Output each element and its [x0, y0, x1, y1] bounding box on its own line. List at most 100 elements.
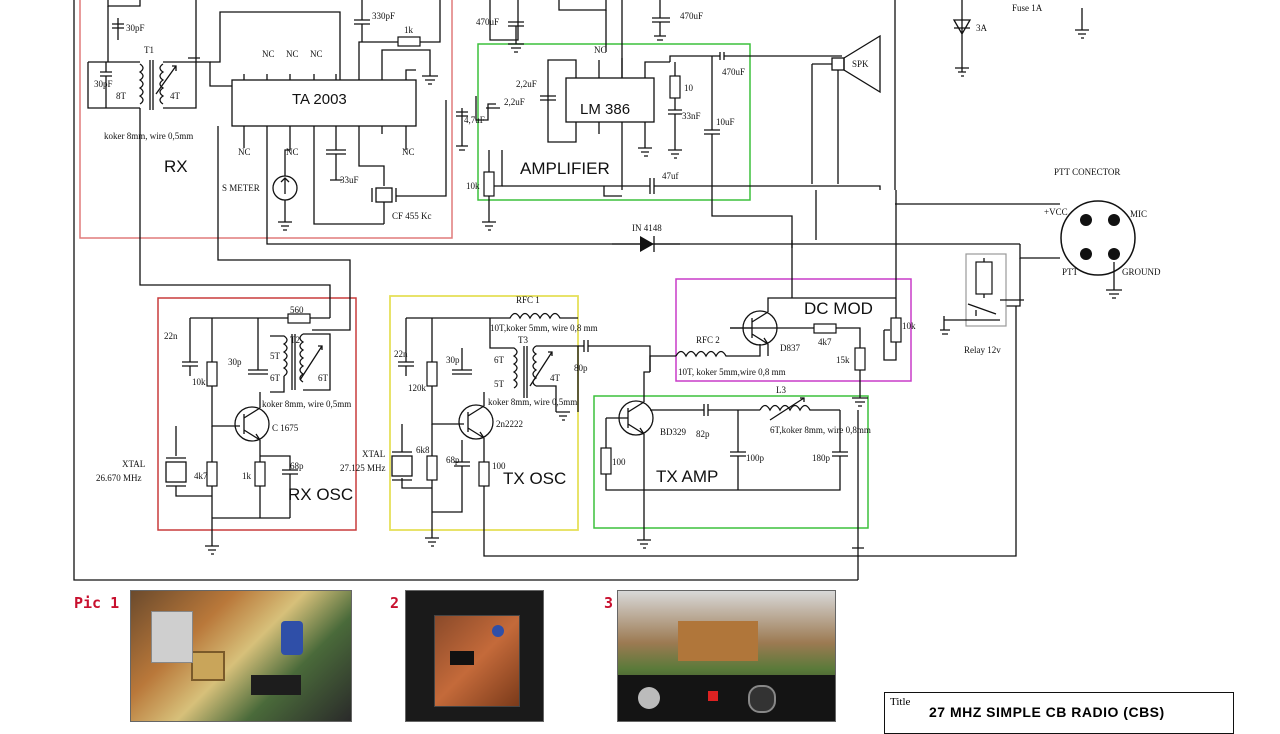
label-c68p-rx: 68p [290, 461, 304, 471]
label-c30pf-a: 30pF [126, 23, 145, 33]
label-t1-4t: 4T [170, 91, 180, 101]
label-vcc: +VCC [1044, 207, 1068, 217]
photo-2 [405, 590, 544, 722]
label-r1k-rx: 1k [242, 471, 251, 481]
label-c33nf: 33nF [682, 111, 701, 121]
dc-mod-block-label: DC MOD [804, 299, 873, 318]
label-c330pf: 330pF [372, 11, 396, 21]
label-c30p-tx: 30p [446, 355, 460, 365]
label-nc-3: NC [286, 147, 299, 157]
title-text: 27 MHZ SIMPLE CB RADIO (CBS) [929, 704, 1165, 720]
rx-osc-block-box [157, 297, 357, 531]
label-r560: 560 [290, 305, 304, 315]
amplifier-block-box [477, 43, 751, 201]
outer-frame [73, 0, 858, 581]
lm386-chip [565, 77, 655, 123]
label-l3-desc: 6T,koker 8mm, wire 0,8mm [770, 425, 871, 435]
label-c47uf: 4,7uF [464, 115, 485, 125]
rx-block-label: RX [164, 157, 188, 176]
label-xtal-tx-freq: 27.125 MHz [340, 463, 386, 473]
label-c80p: 80p [574, 363, 588, 373]
label-t1: T1 [144, 45, 154, 55]
title-tag: Title [890, 696, 911, 708]
label-c22uf-a: 2,2uF [516, 79, 537, 89]
label-t3-5t: 5T [494, 379, 504, 389]
label-c47uf-b: 47uf [662, 171, 679, 181]
speaker-icon [843, 34, 881, 94]
label-nc-8: NC [402, 147, 415, 157]
label-t1-core: koker 8mm, wire 0,5mm [104, 131, 194, 141]
pic3-label: 3 [604, 594, 614, 612]
label-ptt: PTT [1062, 267, 1079, 277]
label-diode: IN 4148 [632, 223, 662, 233]
rx-osc-block-label: RX OSC [288, 485, 354, 504]
label-d3a: 3A [976, 23, 987, 33]
label-q-bd329: BD329 [660, 427, 687, 437]
pic1-label: Pic 1 [74, 594, 120, 612]
pic2-label: 2 [390, 594, 400, 612]
label-c30pf-b: 30pF [94, 79, 113, 89]
label-t2-5t: 5T [270, 351, 280, 361]
label-xtal-rx: XTAL [122, 459, 146, 469]
tx-osc-block-label: TX OSC [503, 469, 567, 488]
label-c470uf-a: 470uF [476, 17, 500, 27]
label-relay: Relay 12v [964, 345, 1001, 355]
label-q-d837: D837 [780, 343, 800, 353]
label-r15k: 15k [836, 355, 850, 365]
label-c22uf-b: 2,2uF [504, 97, 525, 107]
label-r10: 10 [684, 83, 693, 93]
label-nc-14: NC [286, 49, 299, 59]
label-r6k8: 6k8 [416, 445, 430, 455]
label-t3: T3 [518, 335, 528, 345]
tx-amp-block-box [593, 395, 869, 529]
label-r10k-vol: 10k [466, 181, 480, 191]
label-nc-15: NC [262, 49, 275, 59]
label-rfc2: RFC 2 [696, 335, 720, 345]
label-t3-core: koker 8mm, wire 0,5mm [488, 397, 578, 407]
label-c30p-rx: 30p [228, 357, 242, 367]
label-q-2n2222: 2n2222 [496, 419, 523, 429]
label-t2-6t-a: 6T [270, 373, 280, 383]
label-r4k7-mod: 4k7 [818, 337, 832, 347]
label-xtal-tx: XTAL [362, 449, 386, 459]
label-rfc2-desc: 10T, koker 5mm,wire 0,8 mm [678, 367, 786, 377]
dc-mod-block-box [675, 278, 912, 382]
label-c100p: 100p [746, 453, 764, 463]
label-c22n-a: 22n [164, 331, 178, 341]
label-c22n-b: 22n [394, 349, 408, 359]
label-t3-4t: 4T [550, 373, 560, 383]
label-c470uf-b: 470uF [680, 11, 704, 21]
label-c180p: 180p [812, 453, 830, 463]
lm386-label: LM 386 [580, 101, 631, 118]
ta2003-label: TA 2003 [292, 91, 347, 108]
label-mic: MIC [1130, 209, 1148, 219]
ta2003-chip [231, 79, 417, 127]
label-smeter: S METER [222, 183, 260, 193]
label-q-c1675: C 1675 [272, 423, 299, 433]
label-nc-13: NC [310, 49, 323, 59]
label-t2: T2 [290, 335, 300, 345]
label-r10k-mod: 10k [902, 321, 916, 331]
label-r120k: 120k [408, 383, 426, 393]
label-fuse: Fuse 1A [1012, 3, 1043, 13]
label-rfc1: RFC 1 [516, 295, 540, 305]
photo-1 [130, 590, 352, 722]
2n2222-transistor [458, 404, 494, 440]
ptt-connector [1060, 200, 1136, 276]
label-t2-6t-b: 6T [318, 373, 328, 383]
label-c33uf: 33uF [340, 175, 359, 185]
label-r100-amp: 100 [612, 457, 626, 467]
rx-block-box [79, 0, 453, 239]
label-spk: SPK [852, 59, 869, 69]
c1675-transistor [234, 406, 270, 442]
label-r1k-top: 1k [404, 25, 413, 35]
label-rfc1-desc: 10T,koker 5mm, wire 0,8 mm [490, 323, 598, 333]
relay [965, 253, 1007, 327]
label-c68p-tx: 68p [446, 455, 460, 465]
label-nc-1: NC [238, 147, 251, 157]
tx-amp-block-label: TX AMP [656, 467, 719, 486]
title-block: Title 27 MHZ SIMPLE CB RADIO (CBS) [884, 692, 1234, 734]
label-c470uf-c: 470uF [722, 67, 746, 77]
label-l3: L3 [776, 385, 786, 395]
